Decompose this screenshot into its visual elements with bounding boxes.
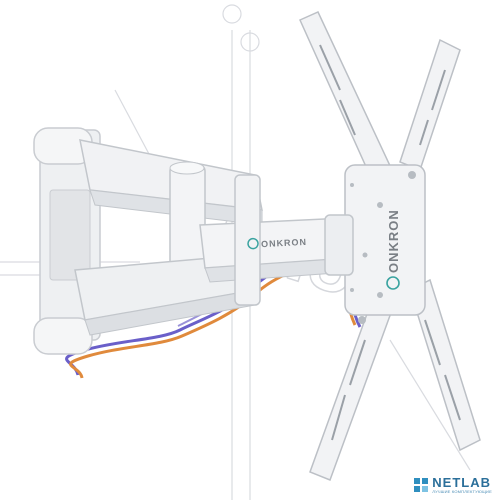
- plate-brand-label: ONKRON: [386, 209, 401, 273]
- vesa-slots: [319, 44, 461, 441]
- mount-screws: [350, 171, 416, 324]
- netlab-tagline: ЛУЧШИЕ КОМПЛЕКТУЮЩИЕ: [432, 489, 492, 494]
- tilt-head: [324, 214, 354, 276]
- arm-brand-label: ONKRON: [261, 237, 307, 249]
- netlab-badge: NETLAB ЛУЧШИЕ КОМПЛЕКТУЮЩИЕ: [414, 476, 492, 494]
- netlab-name: NETLAB: [432, 475, 492, 490]
- arm-brand-logo: ONKRON: [247, 237, 307, 250]
- extension-arm: [199, 174, 351, 306]
- plate-brand-logo: ONKRON: [386, 209, 401, 290]
- upper-arm: [79, 139, 263, 306]
- netlab-logo-icon: [414, 478, 429, 492]
